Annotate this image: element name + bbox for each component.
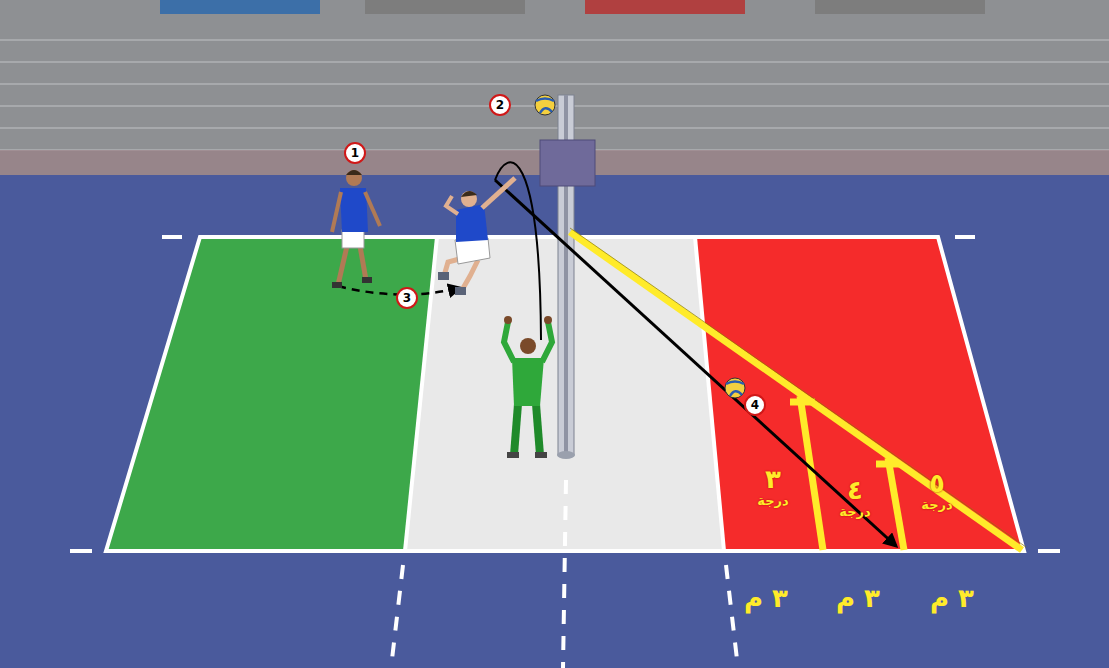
- callout-number: 3: [396, 287, 418, 309]
- head: [346, 170, 362, 186]
- ball-seam: [726, 382, 744, 397]
- callout-number: 4: [744, 394, 766, 416]
- callout-text: 4: [751, 399, 759, 411]
- scoring-diagonal: [570, 232, 1022, 550]
- banner: [585, 0, 745, 14]
- ball: [535, 95, 555, 115]
- line-extension: [162, 235, 182, 239]
- ball-seam: [536, 99, 554, 114]
- zone-unit: درجة: [921, 498, 952, 512]
- stand-row: [0, 61, 1109, 63]
- callout-text: 1: [351, 147, 359, 159]
- stand-row: [0, 127, 1109, 129]
- leg: [360, 246, 366, 280]
- dashed-extension: [391, 565, 403, 668]
- zone-score: ٣: [765, 466, 781, 493]
- back-zone-red: [695, 237, 1024, 551]
- ball: [725, 378, 745, 398]
- zone-unit: درجة: [757, 494, 788, 508]
- callout-text: 2: [496, 99, 504, 111]
- distance-label: ٣ م: [836, 583, 880, 613]
- shirt: [512, 358, 544, 406]
- head: [461, 191, 477, 207]
- score-zone: ٤درجة: [822, 468, 888, 528]
- player-standing: [332, 170, 380, 288]
- shoe: [438, 272, 449, 280]
- callout-text: 3: [403, 292, 411, 304]
- score-zone: ٥درجة: [902, 460, 972, 522]
- hand: [504, 316, 512, 324]
- zone-divider-tick: [790, 399, 815, 406]
- back-zone-green: [106, 237, 437, 551]
- ball: [535, 95, 555, 115]
- leg: [462, 260, 478, 290]
- line-extension: [70, 549, 92, 553]
- post-base: [557, 451, 575, 459]
- spike-trajectory: [495, 180, 896, 546]
- zone-unit: درجة: [839, 505, 870, 519]
- attack-line: [405, 237, 437, 551]
- hand: [544, 316, 552, 324]
- distance-label: ٣ م: [744, 583, 788, 613]
- arm: [482, 178, 515, 208]
- head: [520, 338, 536, 354]
- scoring-line-edges: [570, 228, 1026, 547]
- callout-number: 1: [344, 142, 366, 164]
- stand-row: [0, 83, 1109, 85]
- hair: [461, 191, 477, 197]
- callout-number: 2: [489, 94, 511, 116]
- banner: [160, 0, 320, 14]
- line-extension: [1038, 549, 1060, 553]
- arm: [504, 322, 514, 362]
- arm: [365, 192, 380, 226]
- shorts: [342, 230, 364, 248]
- zone-divider: [800, 396, 823, 550]
- shoe: [362, 277, 372, 283]
- score-zone: ٣درجة: [738, 452, 808, 522]
- shorts: [455, 238, 490, 264]
- attack-line: [695, 237, 724, 551]
- leg: [514, 404, 518, 455]
- center-line-extension: [563, 480, 566, 668]
- zone-divider: [888, 458, 904, 550]
- leg: [338, 246, 347, 285]
- shoe: [332, 282, 342, 288]
- scoring-lines: [570, 232, 1022, 550]
- stand-rows: [0, 40, 1109, 150]
- player-blocking: [504, 316, 552, 458]
- arm: [332, 192, 341, 232]
- zone-divider-tick: [876, 461, 900, 468]
- banner: [815, 0, 985, 14]
- net-pad: [540, 140, 595, 186]
- shoe: [535, 452, 547, 458]
- shoe: [455, 287, 466, 295]
- arm: [446, 196, 458, 214]
- leg: [536, 404, 540, 455]
- arm: [542, 322, 552, 362]
- zone-score: ٥: [929, 470, 945, 497]
- dashed-extension: [726, 565, 738, 668]
- line-edge: [570, 228, 1026, 547]
- floor: [0, 175, 1109, 668]
- shirt: [456, 204, 488, 242]
- distance-label: ٣ م: [930, 583, 974, 613]
- hair: [346, 170, 362, 175]
- ball: [725, 378, 745, 398]
- zone-score: ٤: [847, 477, 863, 504]
- banners: [160, 0, 985, 14]
- shoe: [507, 452, 519, 458]
- stand-row: [0, 39, 1109, 41]
- shirt: [340, 188, 368, 232]
- line-extension: [955, 235, 975, 239]
- banner: [365, 0, 525, 14]
- player-spiking: [438, 178, 515, 295]
